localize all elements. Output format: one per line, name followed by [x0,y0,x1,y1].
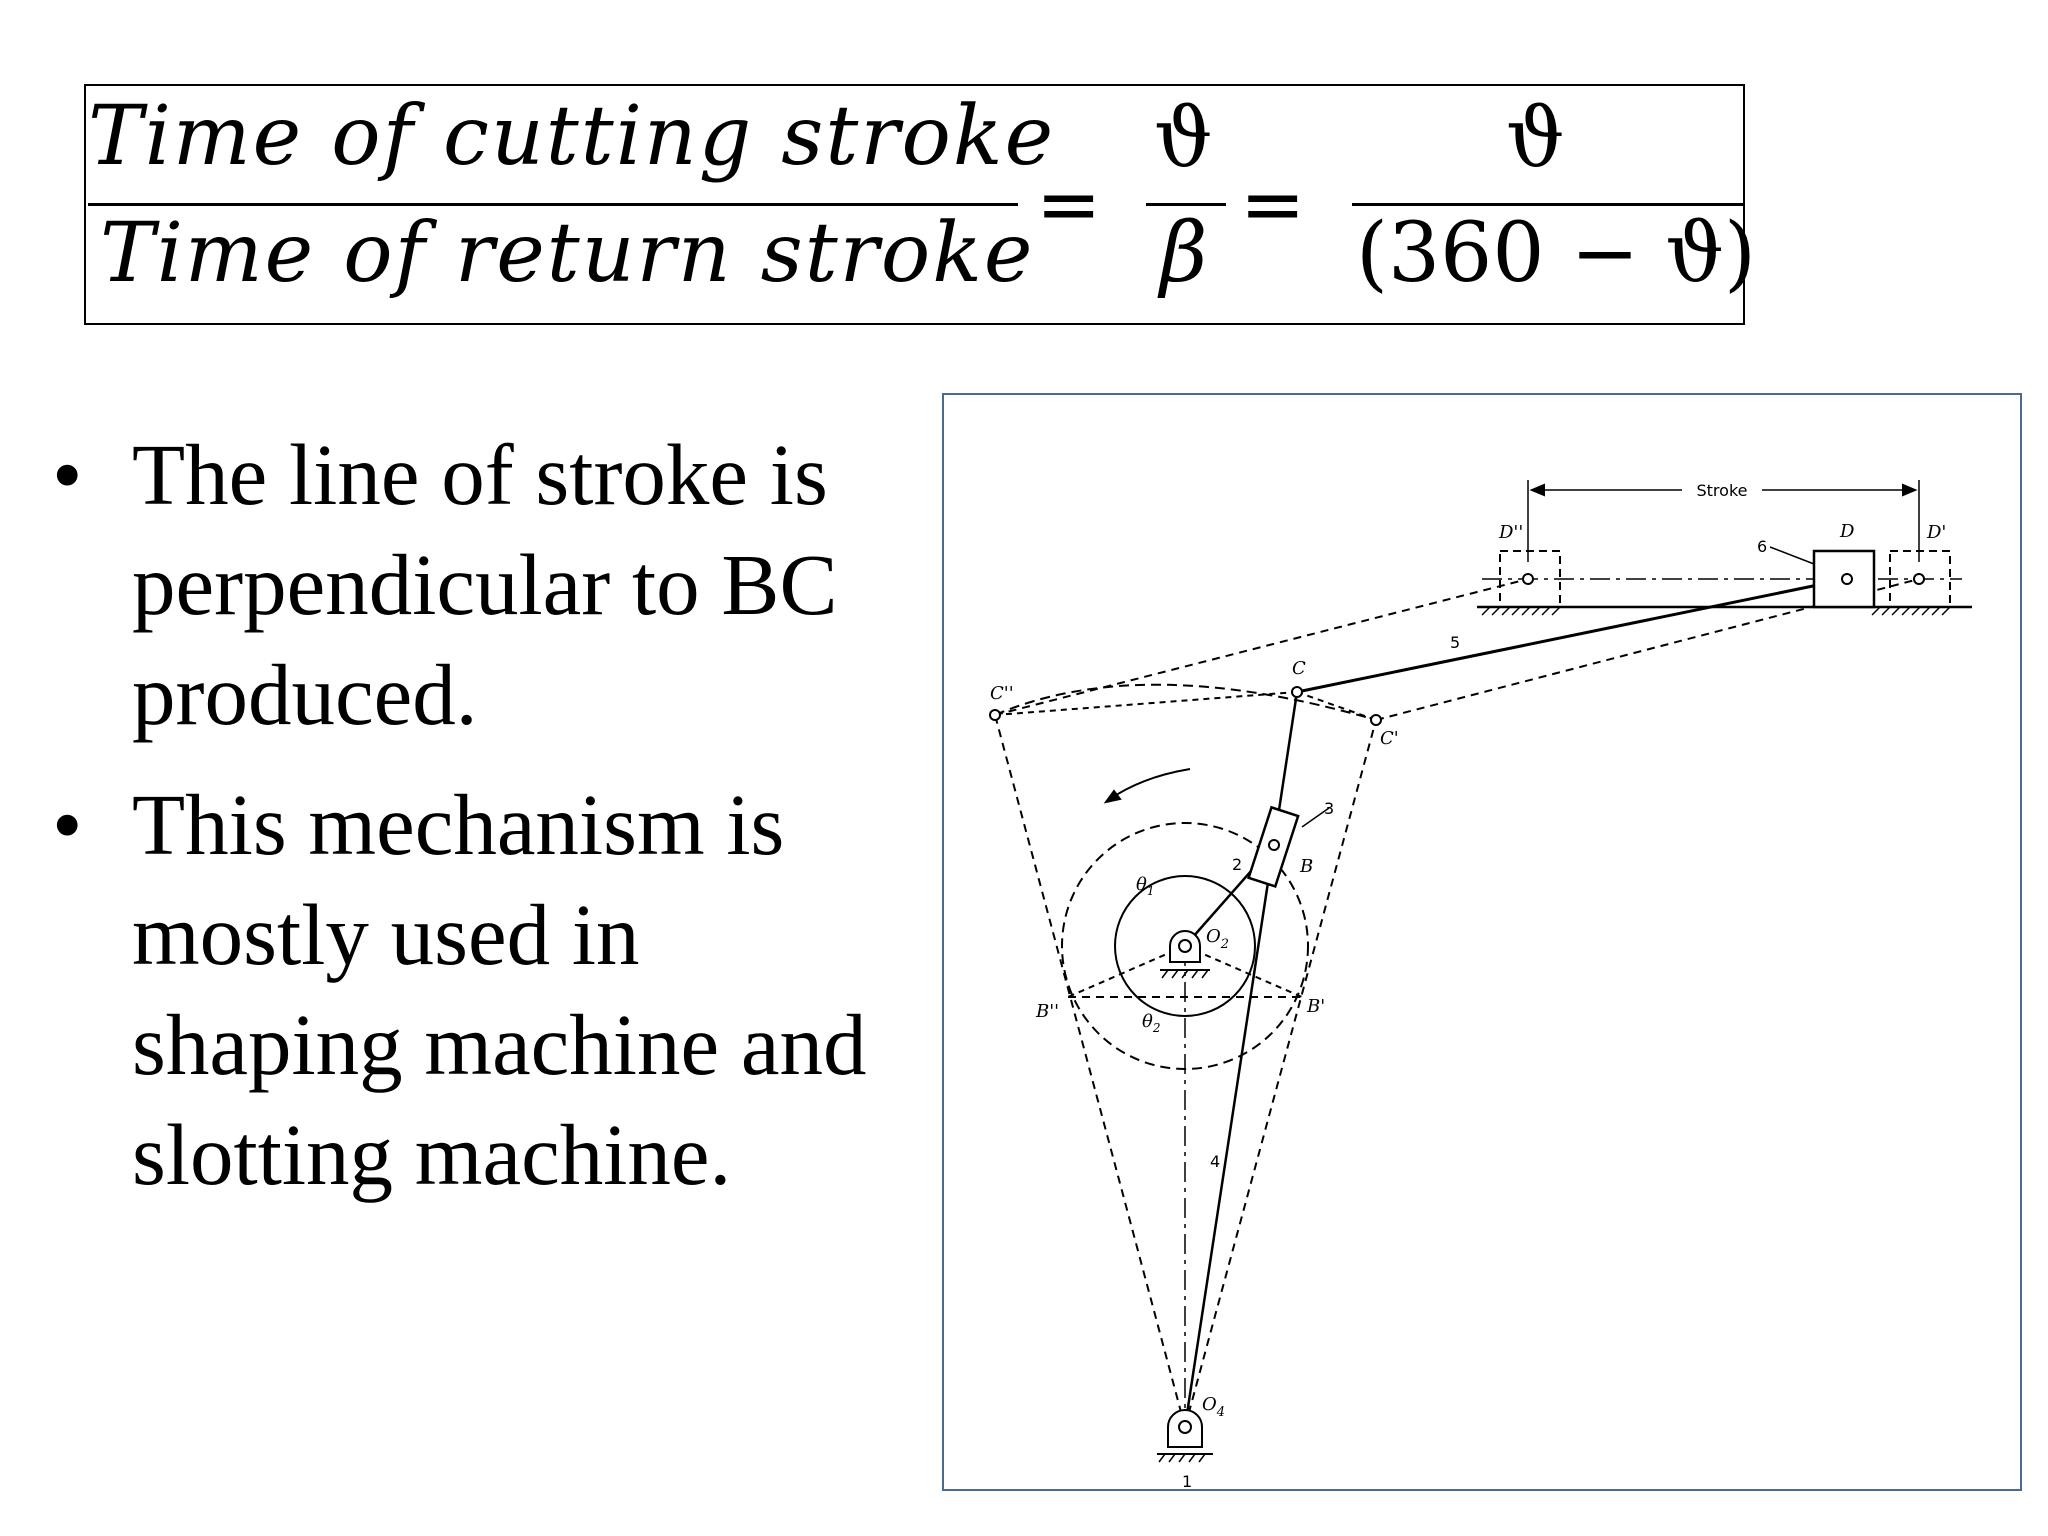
point-d2 [1522,573,1534,585]
bullet-item: • This mechanism is mostly used in shapi… [52,770,902,1210]
label-b2: B'' [1035,1001,1059,1022]
point-d [1841,573,1853,585]
formula-equals-2: = [1240,160,1306,250]
point-o2 [1178,939,1192,953]
label-d2: D'' [1498,522,1523,543]
point-c1 [1370,714,1382,726]
label-b1: B' [1306,996,1325,1017]
bullet-marker: • [52,776,83,873]
stroke-arrow-right [1902,483,1918,497]
bullet-item: • The line of stroke is perpendicular to… [52,420,902,750]
link-number-4: 4 [1210,1152,1220,1171]
formula-equals-1: = [1036,160,1102,250]
link-number-5: 5 [1450,633,1460,652]
label-d: D [1839,521,1855,542]
point-c2 [989,709,1001,721]
label-theta2: θ2 [1142,1011,1160,1035]
o2-ground-hatching [1161,969,1209,979]
bullet-list: • The line of stroke is perpendicular to… [52,420,902,1210]
formula-fraction-bar-1 [88,203,1018,206]
rocker-tip-arc [994,683,1377,721]
rotation-arrow-arc [1109,768,1191,800]
formula-theta-numerator-2: ϑ [1506,91,1565,186]
point-d1 [1913,573,1925,585]
mechanism-diagram-frame: Stroke C C' C'' B B' B'' D D' D'' O2 O4 … [942,393,2022,1491]
formula-fraction-bar-3 [1352,203,1745,206]
bullet-marker: • [52,426,83,523]
crank-inner-circle [1114,875,1256,1017]
formula-theta-numerator: ϑ [1154,91,1213,186]
formula-denominator: Time of return stroke [100,206,1035,301]
link-number-1: 1 [1182,1472,1192,1489]
point-o4 [1178,1420,1192,1434]
rocker-extreme-left [994,714,1186,1428]
rocker-extreme-right [1184,719,1377,1428]
bullet-text: This mechanism is mostly used in shaping… [132,776,867,1203]
o4-ground-hatching [1158,1453,1206,1463]
label-c1: C' [1380,728,1399,749]
label-o4: O4 [1202,1394,1225,1420]
stroke-label: Stroke [1697,481,1748,500]
connecting-rod-link-5 [1296,577,1848,694]
bullet-text: The line of stroke is perpendicular to B… [132,426,838,743]
label-c: C [1292,658,1306,679]
label-c2: C'' [990,683,1014,704]
stroke-arrow-left [1529,483,1545,497]
label-b: B [1299,856,1313,877]
formula-numerator: Time of cutting stroke [88,89,1056,184]
formula-beta: β [1160,206,1208,301]
link-6-leader [1769,546,1815,565]
formula-denominator-360: (360 − ϑ) [1356,206,1756,301]
rotation-arrow-head [1103,789,1122,804]
label-d1: D' [1926,522,1946,543]
crank-to-b1 [1184,945,1303,998]
ram-block-d1 [1889,550,1951,608]
link-number-2: 2 [1232,855,1242,874]
label-theta1: θ1 [1136,874,1154,898]
rod-extreme-left [994,578,1529,716]
point-b-pin [1268,839,1280,851]
rocker-link-4 [1183,691,1299,1428]
ground-hatching-right [1481,606,1951,616]
point-c [1291,686,1303,698]
formula-fraction-bar-2 [1146,203,1226,206]
c-right-chord [1296,691,1377,721]
formula-box: Time of cutting stroke Time of return st… [84,84,1756,325]
label-o2: O2 [1206,926,1229,952]
link-3-leader [1301,807,1330,828]
link-number-6: 6 [1757,537,1767,556]
quick-return-mechanism-diagram: Stroke C C' C'' B B' B'' D D' D'' O2 O4 … [989,480,1972,1489]
ram-block-d2 [1499,550,1561,608]
